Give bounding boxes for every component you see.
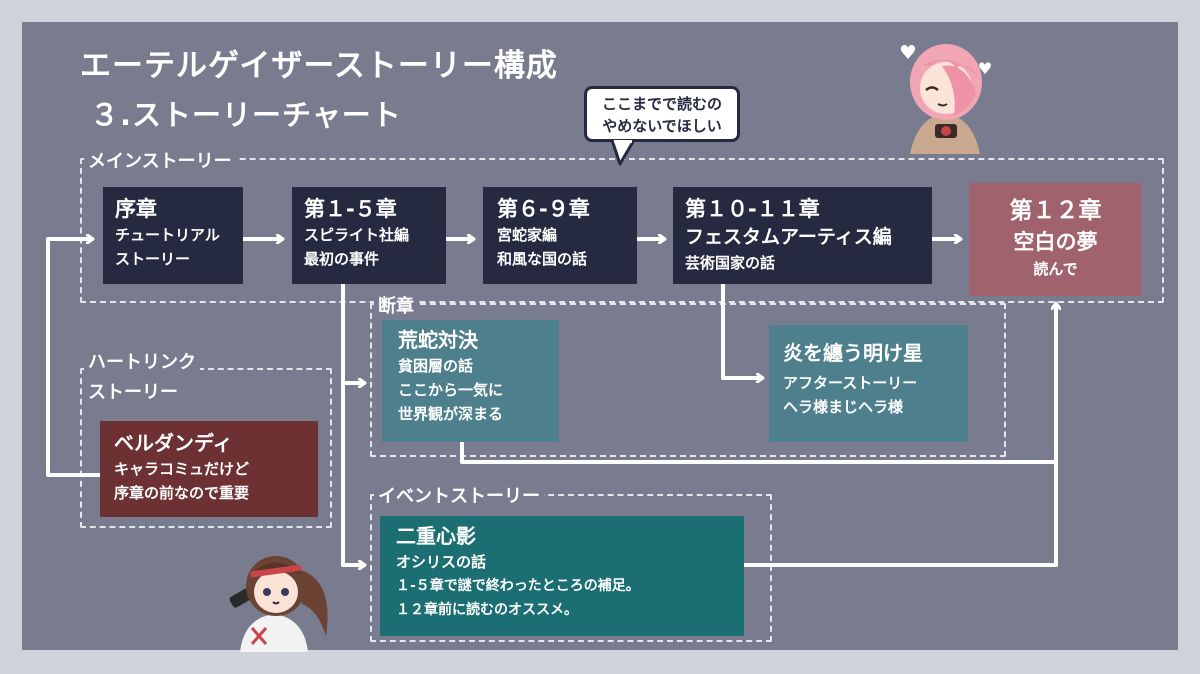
node-ch10-11-line1: フェスタムアーティス編 bbox=[685, 226, 892, 248]
arrow-ch1-to-fragment bbox=[341, 283, 364, 383]
node-after-story: 炎を纏う明け星 アフターストーリー ヘラ様まじヘラ様 bbox=[769, 325, 968, 442]
node-ch6-9-line1: 宮蛇家編 bbox=[497, 226, 558, 244]
node-prologue: 序章 チュートリアル ストーリー bbox=[103, 187, 243, 284]
speech-bubble: ここまでで読むの やめないでほしい bbox=[584, 86, 740, 142]
node-fragment-line1: 貧困層の話 bbox=[398, 357, 474, 375]
node-ch6-9-title: 第６-９章 bbox=[497, 197, 590, 221]
node-ch1-5-line2: 最初の事件 bbox=[304, 250, 380, 268]
node-ch10-11: 第１０-１１章 フェスタムアーティス編 芸術国家の話 bbox=[673, 187, 932, 284]
node-fragment: 荒蛇対決 貧困層の話 ここから一気に 世界観が深まる bbox=[382, 320, 559, 442]
speech-bubble-line2: やめないでほしい bbox=[602, 117, 722, 135]
section-label-fragment: 断章 bbox=[374, 292, 418, 318]
node-ch12-title: 第１２章 bbox=[1009, 198, 1102, 224]
node-ch1-5-line1: スピライト社編 bbox=[304, 226, 410, 244]
node-heartlink: ベルダンディ キャラコミュだけど 序章の前なので重要 bbox=[100, 421, 318, 517]
node-event-line1: オシリスの話 bbox=[396, 553, 487, 571]
section-label-heartlink-2: ストーリー bbox=[84, 378, 182, 404]
section-label-main: メインストーリー bbox=[84, 147, 236, 173]
node-event-line3: １２章前に読むのオススメ。 bbox=[396, 602, 578, 618]
node-heartlink-line1: キャラコミュだけど bbox=[114, 460, 250, 478]
node-event-title: 二重心影 bbox=[396, 524, 476, 548]
node-heartlink-line2: 序章の前なので重要 bbox=[114, 484, 250, 502]
node-ch6-9-line2: 和風な国の話 bbox=[497, 250, 588, 268]
arrow-ch10-to-after bbox=[721, 283, 762, 378]
node-prologue-title: 序章 bbox=[115, 197, 157, 221]
node-after-story-title: 炎を纏う明け星 bbox=[783, 341, 923, 365]
speech-bubble-line1: ここまでで読むの bbox=[601, 95, 722, 113]
brown-hair-character-illustration bbox=[229, 556, 328, 652]
arrow-ch1-to-event bbox=[341, 381, 364, 565]
event-frame bbox=[370, 494, 772, 642]
node-ch6-9: 第６-９章 宮蛇家編 和風な国の話 bbox=[483, 187, 637, 284]
node-event-line2: １-５章で謎で終わったところの補足。 bbox=[396, 578, 640, 594]
node-ch10-11-title: 第１０-１１章 bbox=[685, 197, 820, 221]
page-title: エーテルゲイザーストーリー構成 bbox=[80, 48, 558, 84]
node-ch12: 第１２章 空白の夢 読んで bbox=[969, 183, 1142, 296]
node-ch1-5-title: 第１-５章 bbox=[304, 197, 397, 221]
node-fragment-title: 荒蛇対決 bbox=[398, 328, 478, 352]
node-after-story-line1: アフターストーリー bbox=[783, 374, 918, 392]
node-ch1-5: 第１-５章 スピライト社編 最初の事件 bbox=[292, 187, 446, 284]
section-label-event: イベントストーリー bbox=[374, 482, 544, 508]
pink-hair-character-illustration bbox=[900, 44, 991, 154]
speech-bubble-tail bbox=[610, 140, 636, 166]
node-ch10-11-line2: 芸術国家の話 bbox=[685, 254, 776, 272]
node-fragment-line2: ここから一気に bbox=[398, 381, 504, 399]
fragment-frame bbox=[370, 303, 1006, 457]
node-ch12-line2: 読んで bbox=[1033, 260, 1078, 278]
node-event: 二重心影 オシリスの話 １-５章で謎で終わったところの補足。 １２章前に読むのオ… bbox=[380, 516, 744, 636]
section-label-heartlink-1: ハートリンク bbox=[84, 348, 200, 374]
arrow-heartlink-to-prologue bbox=[46, 239, 102, 477]
node-heartlink-title: ベルダンディ bbox=[114, 431, 233, 455]
node-prologue-line1: チュートリアル bbox=[115, 226, 220, 244]
heart-icon bbox=[900, 45, 916, 59]
arrow-event-to-ch12 bbox=[742, 460, 1058, 567]
arrow-fragment-to-ch12 bbox=[460, 304, 1056, 464]
page-subtitle: ３.ストーリーチャート bbox=[90, 98, 402, 132]
node-after-story-line2: ヘラ様まじヘラ様 bbox=[783, 398, 904, 416]
heartlink-frame bbox=[80, 368, 332, 528]
node-prologue-line2: ストーリー bbox=[115, 250, 191, 268]
node-fragment-line3: 世界観が深まる bbox=[398, 405, 504, 423]
heart-icon bbox=[979, 62, 991, 74]
node-ch12-line1: 空白の夢 bbox=[1013, 230, 1098, 254]
